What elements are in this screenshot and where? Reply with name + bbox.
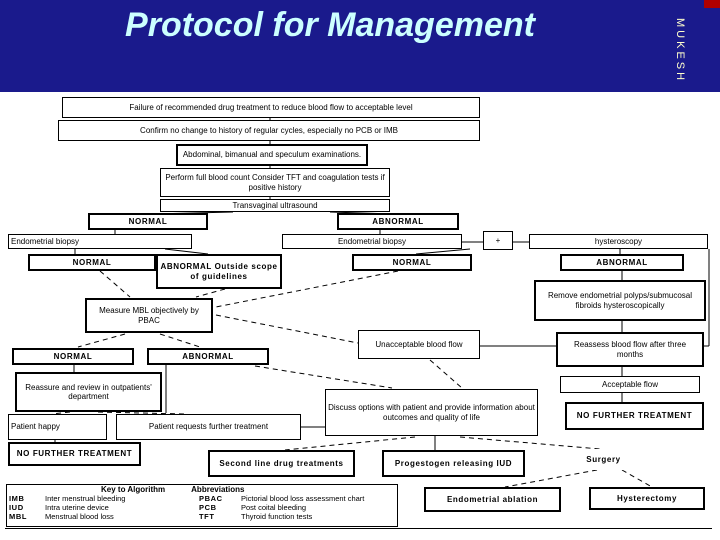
flow-node-remove-polyps: Remove endometrial polyps/submucosal fib… [534,280,706,321]
flow-node-measure-mbl: Measure MBL objectively by PBAC [85,298,213,333]
flow-node-normal-2-right: NORMAL [352,254,472,271]
legend-abbr: IUD [9,503,24,513]
flow-node-examinations: Abdominal, bimanual and speculum examina… [176,144,368,166]
flow-node-second-line-drugs: Second line drug treatments [208,450,355,477]
legend-grid: IMB Inter menstrual bleeding PBAC Pictor… [9,493,395,522]
legend-meaning: Pictorial blood loss assessment chart [241,493,365,503]
flow-node-unacceptable-flow: Unacceptable blood flow [358,330,480,359]
flow-node-patient-happy: Patient happy [8,414,107,440]
flow-node-hysteroscopy: hysteroscopy [529,234,708,249]
legend-abbr: IMB [9,493,25,503]
flow-node-discuss-options: Discuss options with patient and provide… [325,389,538,436]
legend-meaning: Thyroid function tests [241,512,313,522]
flow-node-endometrial-ablation: Endometrial ablation [424,487,561,512]
flow-node-acceptable-flow: Acceptable flow [560,376,700,393]
legend-abbr: PBAC [199,493,223,503]
legend-meaning: Menstrual blood loss [45,512,114,522]
flow-node-plus: + [483,231,513,250]
legend-box: Key to Algorithm Abbreviations IMB Inter… [6,484,398,527]
flow-node-reassure: Reassure and review in outpatients' depa… [15,372,162,412]
flow-node-no-further-treatment-right: NO FURTHER TREATMENT [565,402,704,430]
flow-node-biopsy-left: Endometrial biopsy [8,234,192,249]
flow-node-failure: Failure of recommended drug treatment to… [62,97,480,118]
flow-node-surgery: Surgery [567,449,640,470]
page-title: Protocol for Management [125,6,535,44]
flow-node-abnormal-1: ABNORMAL [337,213,459,230]
legend-meaning: Post coital bleeding [241,503,307,513]
legend-title-key: Key to Algorithm [101,485,166,494]
flow-node-biopsy-right: Endometrial biopsy [282,234,462,249]
corner-marker [704,0,720,8]
flow-node-normal-2-left: NORMAL [28,254,156,271]
flow-node-normal-3: NORMAL [12,348,134,365]
flow-node-progestogen-iud: Progestogen releasing IUD [382,450,525,477]
legend-title-abbr: Abbreviations [191,485,245,494]
flow-node-normal-1: NORMAL [88,213,208,230]
legend-meaning: Inter menstrual bleeding [45,493,126,503]
footer-divider [5,528,712,529]
legend-abbr: TFT [199,512,215,522]
legend-header: Key to Algorithm Abbreviations [9,485,395,495]
legend-meaning: Intra uterine device [45,503,109,513]
title-band: Protocol for Management MUKESH [0,0,720,92]
flow-node-abnormal-2-right: ABNORMAL [560,254,684,271]
legend-abbr: PCB [199,503,217,513]
flow-node-no-further-treatment-left: NO FURTHER TREATMENT [8,442,141,466]
watermark-author: MUKESH [674,18,686,84]
flow-node-abnormal-3: ABNORMAL [147,348,269,365]
flow-node-patient-requests: Patient requests further treatment [116,414,301,440]
flow-node-abnormal-scope: ABNORMAL Outside scope of guidelines [156,254,282,289]
flow-node-hysterectomy: Hysterectomy [589,487,705,510]
flow-node-blood-tests: Perform full blood count Consider TFT an… [160,168,390,197]
flow-node-confirm: Confirm no change to history of regular … [58,120,480,141]
legend-abbr: MBL [9,512,28,522]
flow-node-ultrasound: Transvaginal ultrasound [160,199,390,212]
flow-node-reassess: Reassess blood flow after three months [556,332,704,367]
